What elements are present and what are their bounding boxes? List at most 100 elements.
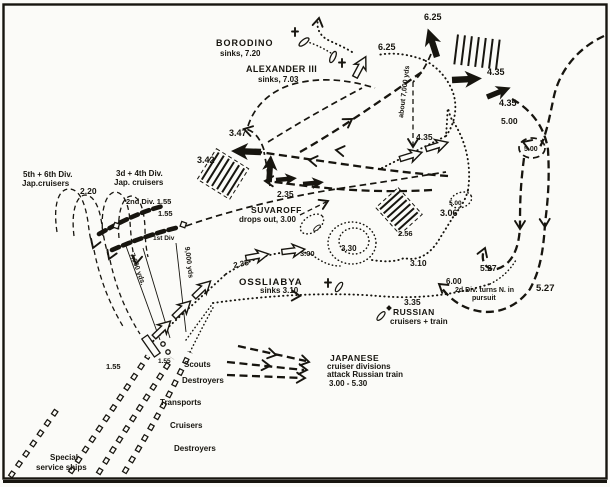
formation-block-256: [375, 186, 423, 236]
dashed-track: [440, 97, 550, 314]
dotted-track: [303, 40, 335, 56]
label-alexander: ALEXANDER III: [246, 64, 317, 74]
label-borodino: BORODINO: [216, 38, 274, 48]
dashed-track: [267, 87, 363, 143]
block-outline: [375, 186, 423, 236]
loop-500: [518, 137, 546, 159]
japanese-tracks: [54, 34, 605, 384]
label-time-500: 5.00: [501, 116, 518, 126]
attack-arrow-track: [226, 360, 305, 372]
arrowhead: [295, 371, 307, 384]
label-time-155-b: 1.55: [106, 362, 121, 371]
label-ossliabya-note: sinks 3.10: [260, 286, 299, 295]
dashed-track: [93, 249, 125, 329]
dotted-track: [316, 19, 353, 53]
label-borodino-note: sinks, 7.20: [220, 49, 261, 58]
hook-track-5th6th: [54, 188, 93, 245]
range-line: [125, 245, 161, 341]
label-time-500-dotted: 5.00: [449, 200, 462, 207]
dotted-track: [489, 259, 517, 285]
arrowhead: [266, 347, 278, 361]
attack-arrow-track: [226, 373, 303, 380]
thick-arrow-342: [230, 142, 262, 161]
alexander-cross: [338, 58, 346, 68]
japanese-division-lines: [96, 203, 188, 253]
label-time-306: 3.06: [440, 208, 458, 218]
label-div1: 1st Div: [153, 235, 175, 242]
ship-column-fill: [8, 407, 60, 478]
dotted-track-train: [212, 283, 491, 304]
borodino-cross: [291, 27, 299, 37]
second-div-line: [96, 203, 166, 237]
dashed-track: [267, 179, 433, 193]
label-attack-4: 3.00 - 5.30: [329, 379, 368, 388]
dashed-track: [412, 53, 432, 83]
label-div34-1: 3d + 4th Div.: [116, 169, 163, 178]
label-time-500-loop: 5.00: [524, 146, 538, 153]
label-time-435-russian: 4.35: [416, 132, 433, 142]
label-time-625-russian: 6.25: [378, 42, 396, 52]
label-attack-2: cruiser divisions: [327, 362, 391, 371]
arrowhead: [334, 144, 346, 158]
label-time-235-jap: 2.35: [277, 189, 294, 199]
ship-column-fill: [68, 355, 150, 474]
label-suvaroff-note: drops out, 3.00: [239, 215, 296, 224]
outline-arrow: [148, 315, 176, 343]
dashed-track: [299, 71, 423, 154]
suvaroff-loop: [299, 213, 325, 235]
transport-columns: [7, 334, 193, 479]
hook-track-3d4th: [117, 195, 149, 258]
label-range-vertical: about 7,000 yds: [398, 65, 411, 118]
dashed-track: [185, 171, 447, 227]
label-suvaroff: SUVAROFF: [251, 205, 302, 215]
hook-track-5th6th: [72, 194, 109, 256]
arrowhead: [87, 237, 102, 251]
dashed-track: [251, 149, 449, 178]
label-attack-3: attack Russian train: [327, 370, 403, 379]
ship-column: [67, 354, 151, 475]
formation-block-435: [453, 34, 501, 70]
label-range-b: 9,000 yds: [183, 246, 194, 278]
label-special-1: Special: [50, 453, 78, 462]
range-line: [175, 242, 187, 333]
outline-arrow: [188, 275, 216, 303]
destroyer-ship-symbol: [140, 334, 162, 358]
dotted-track: [445, 107, 471, 191]
dotted-track: [311, 254, 341, 267]
dotted-track: [423, 59, 457, 137]
label-cruisers: Cruisers: [170, 421, 203, 430]
map-frame: [2, 3, 608, 483]
label-attack-1: JAPANESE: [330, 353, 379, 363]
label-time-435-jap-a: 4.35: [487, 67, 505, 77]
ship-column-fill: [122, 351, 192, 474]
label-div56-2: Jap.cruisers: [22, 179, 70, 188]
loop-330-inner: [338, 227, 370, 255]
label-pursuit-1: 2d Div. turns N. in: [455, 287, 514, 294]
dashed-track: [481, 157, 526, 271]
label-destroyers-upper: Destroyers: [182, 376, 224, 385]
label-time-527-b: 5.27: [536, 283, 555, 294]
label-time-342: 3.42: [197, 155, 215, 165]
label-time-235-russian: 2.35: [233, 258, 251, 270]
border-rect: [2, 3, 608, 480]
dotted-track: [377, 52, 425, 61]
train-marker: [386, 305, 392, 311]
dotted-track: [371, 189, 469, 263]
label-time-300: 3.00: [300, 249, 315, 258]
ossliabya-cross: [324, 278, 332, 288]
label-time-155-c: 1.55: [158, 358, 171, 365]
dotted-track: [189, 305, 215, 353]
label-special-2: service ships: [36, 463, 87, 472]
label-div56-1: 5th + 6th Div.: [23, 170, 72, 179]
dashed-track: [299, 201, 327, 216]
attack-arrow-track: [237, 344, 307, 363]
labels: BORODINO sinks, 7.20 ALEXANDER III sinks…: [22, 12, 555, 472]
label-time-600: 6.00: [446, 277, 462, 286]
label-time-335: 3.35: [404, 297, 421, 307]
label-ossliabya: OSSLIABYA: [239, 277, 303, 288]
label-time-256: 2.56: [398, 229, 413, 238]
label-alexander-note: sinks, 7.03: [258, 75, 299, 84]
label-div34-2: Jap. cruisers: [114, 178, 164, 187]
label-time-527-a: 5.27: [480, 263, 497, 273]
label-russian-1: RUSSIAN: [393, 307, 435, 317]
